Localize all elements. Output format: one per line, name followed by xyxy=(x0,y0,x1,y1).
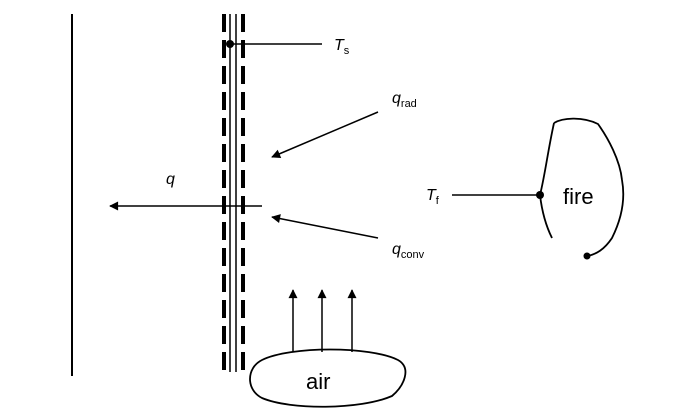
fire-shape-group: fire xyxy=(539,117,625,260)
radiative-flux-arrow xyxy=(271,111,379,158)
fire-temperature-callout: Tf xyxy=(426,187,544,207)
barrier-layer xyxy=(222,14,245,372)
convective-flux-label: qconv xyxy=(392,241,425,261)
heat-flux-label: q xyxy=(166,171,175,188)
fire-temperature-label: Tf xyxy=(426,187,440,207)
radiative-flux-label: qrad xyxy=(392,90,417,110)
fire-end-point xyxy=(583,252,591,260)
convective-flux-arrow xyxy=(271,214,379,239)
fire-outline xyxy=(539,117,625,257)
fire-temperature-point xyxy=(536,191,544,199)
surface-temperature-label: Ts xyxy=(334,37,350,57)
surface-temperature-callout: Ts xyxy=(226,37,350,57)
air-flow-arrows xyxy=(288,289,357,352)
air-label: air xyxy=(306,369,330,394)
air-outline xyxy=(249,348,407,408)
air-source: air xyxy=(249,348,407,408)
radiative-flux-callout: qrad xyxy=(271,90,417,158)
heat-flux-callout: q xyxy=(109,171,262,211)
convective-flux-callout: qconv xyxy=(271,214,425,261)
fire-label: fire xyxy=(563,184,594,209)
